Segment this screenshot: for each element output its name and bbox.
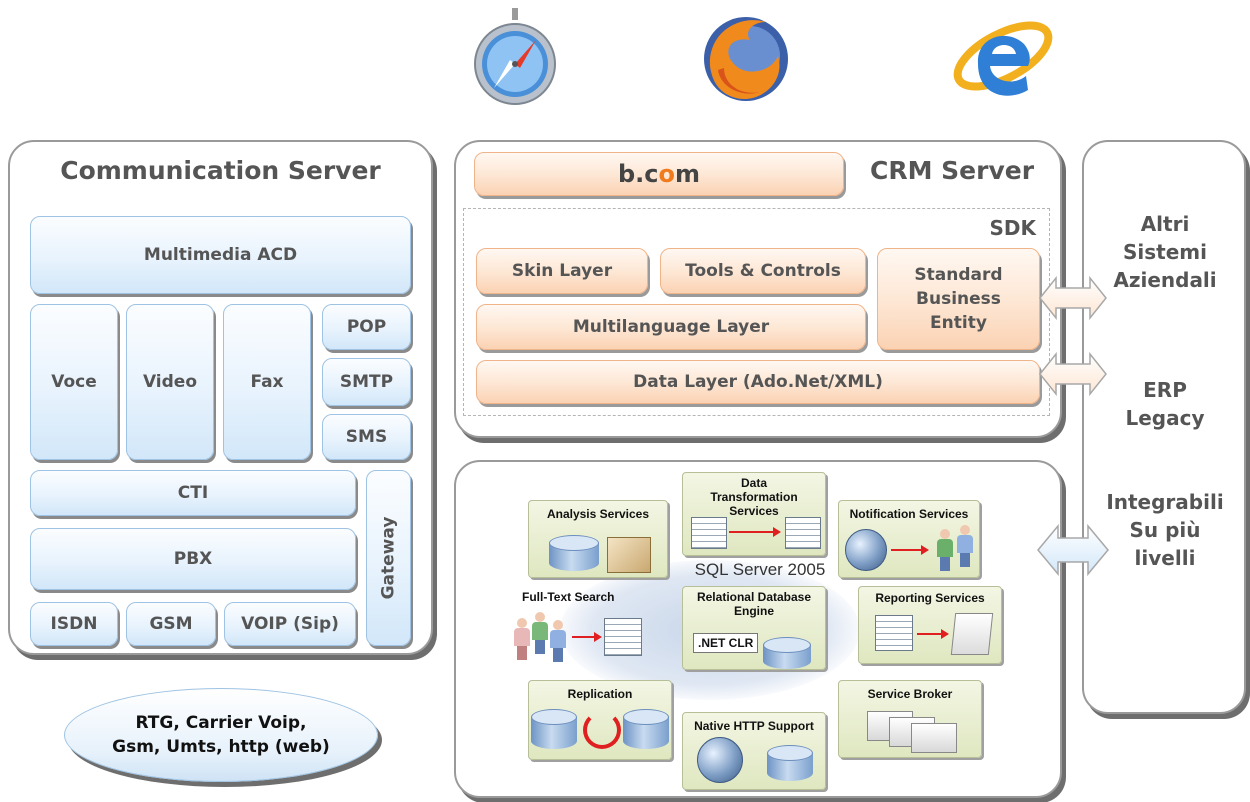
sdk-label: SDK: [989, 216, 1036, 240]
analysis-services-module: Analysis Services: [528, 500, 668, 578]
transform-arrow-icon: [729, 527, 781, 537]
safari-icon: [474, 8, 556, 108]
person-icon: [512, 618, 532, 660]
full-text-search-module: Full-Text Search: [508, 588, 648, 670]
crm-server-title: CRM Server: [869, 156, 1035, 185]
globe-icon: [697, 737, 743, 783]
table-icon: [875, 615, 913, 651]
globe-icon: [845, 529, 887, 571]
gateway-label: Gateway: [378, 516, 399, 600]
standard-business-entity-box: Standard Business Entity: [877, 248, 1040, 350]
voce-box: Voce: [30, 304, 118, 460]
table-icon-left: [691, 517, 727, 549]
communication-server-title: Communication Server: [60, 156, 381, 185]
altri-sistemi-aziendali-label: Altri Sistemi Aziendali: [1113, 212, 1217, 292]
service-broker-label: Service Broker: [867, 687, 953, 701]
report-arrow-icon: [917, 629, 949, 639]
notification-services-module: Notification Services: [838, 500, 980, 578]
video-box: Video: [126, 304, 214, 460]
firefox-icon: [700, 12, 792, 106]
sdk-container: [463, 208, 1050, 416]
multilanguage-layer-box: Multilanguage Layer: [476, 304, 866, 350]
cube-icon: [607, 537, 651, 573]
database-icon: [767, 745, 813, 781]
native-http-support-module: Native HTTP Support: [682, 712, 826, 790]
table-icon: [604, 618, 642, 656]
notification-arrow-icon: [891, 545, 929, 555]
replication-module: Replication: [528, 680, 672, 760]
replication-label: Replication: [567, 687, 633, 701]
multimedia-acd-box: Multimedia ACD: [30, 216, 411, 294]
database-icon: [763, 637, 811, 669]
double-arrow-icon: [1039, 275, 1107, 321]
internet-explorer-icon: [948, 6, 1058, 110]
double-arrow-icon: [1039, 351, 1107, 397]
data-transformation-label: Data Transformation Services: [710, 476, 798, 518]
skin-layer-box: Skin Layer: [476, 248, 648, 294]
sync-icon: [583, 711, 621, 749]
isdn-box: ISDN: [30, 602, 118, 646]
database-icon: [531, 709, 577, 749]
service-broker-module: Service Broker: [838, 680, 982, 758]
bcom-logo: b.com: [617, 160, 701, 188]
pop-box: POP: [322, 304, 411, 350]
person-icon: [955, 525, 975, 567]
networks-ellipse: RTG, Carrier Voip, Gsm, Umts, http (web): [64, 688, 378, 782]
database-icon: [623, 709, 669, 749]
relational-engine-label: Relational Database Engine: [696, 590, 812, 618]
pbx-box: PBX: [30, 528, 356, 590]
search-arrow-icon: [572, 632, 602, 642]
double-arrow-icon: [1037, 523, 1109, 577]
external-systems-panel: [1082, 140, 1246, 714]
integrabili-label: Integrabili Su più livelli: [1106, 490, 1224, 570]
fax-box: Fax: [223, 304, 311, 460]
envelope-icon: [911, 723, 957, 753]
data-layer-box: Data Layer (Ado.Net/XML): [476, 360, 1040, 404]
bcom-bar: b.com: [474, 152, 844, 196]
connector-arrows: [1037, 275, 1109, 577]
full-text-search-label: Full-Text Search: [522, 590, 615, 604]
net-clr-badge: .NET CLR: [693, 633, 759, 653]
erp-legacy-label: ERP Legacy: [1125, 378, 1205, 430]
notification-services-label: Notification Services: [849, 507, 969, 521]
person-icon: [935, 529, 955, 571]
sms-box: SMS: [322, 414, 411, 460]
smtp-box: SMTP: [322, 358, 411, 406]
data-transformation-services-module: Data Transformation Services: [682, 472, 826, 556]
person-icon: [530, 612, 550, 654]
relational-database-engine-module: Relational Database Engine .NET CLR: [682, 586, 826, 670]
networks-label: RTG, Carrier Voip, Gsm, Umts, http (web): [112, 713, 330, 757]
reporting-services-module: Reporting Services: [858, 586, 1002, 664]
gateway-box: Gateway: [366, 470, 411, 646]
table-icon-right: [785, 517, 821, 549]
cti-box: CTI: [30, 470, 356, 516]
database-icon: [549, 535, 599, 571]
report-document-icon: [950, 613, 994, 655]
sql-server-title: SQL Server 2005: [694, 560, 826, 579]
native-http-label: Native HTTP Support: [694, 719, 814, 733]
tools-controls-box: Tools & Controls: [660, 248, 866, 294]
voip-box: VOIP (Sip): [224, 602, 356, 646]
analysis-services-label: Analysis Services: [546, 507, 650, 521]
reporting-services-label: Reporting Services: [875, 591, 985, 605]
gsm-box: GSM: [126, 602, 216, 646]
person-icon: [548, 620, 568, 662]
